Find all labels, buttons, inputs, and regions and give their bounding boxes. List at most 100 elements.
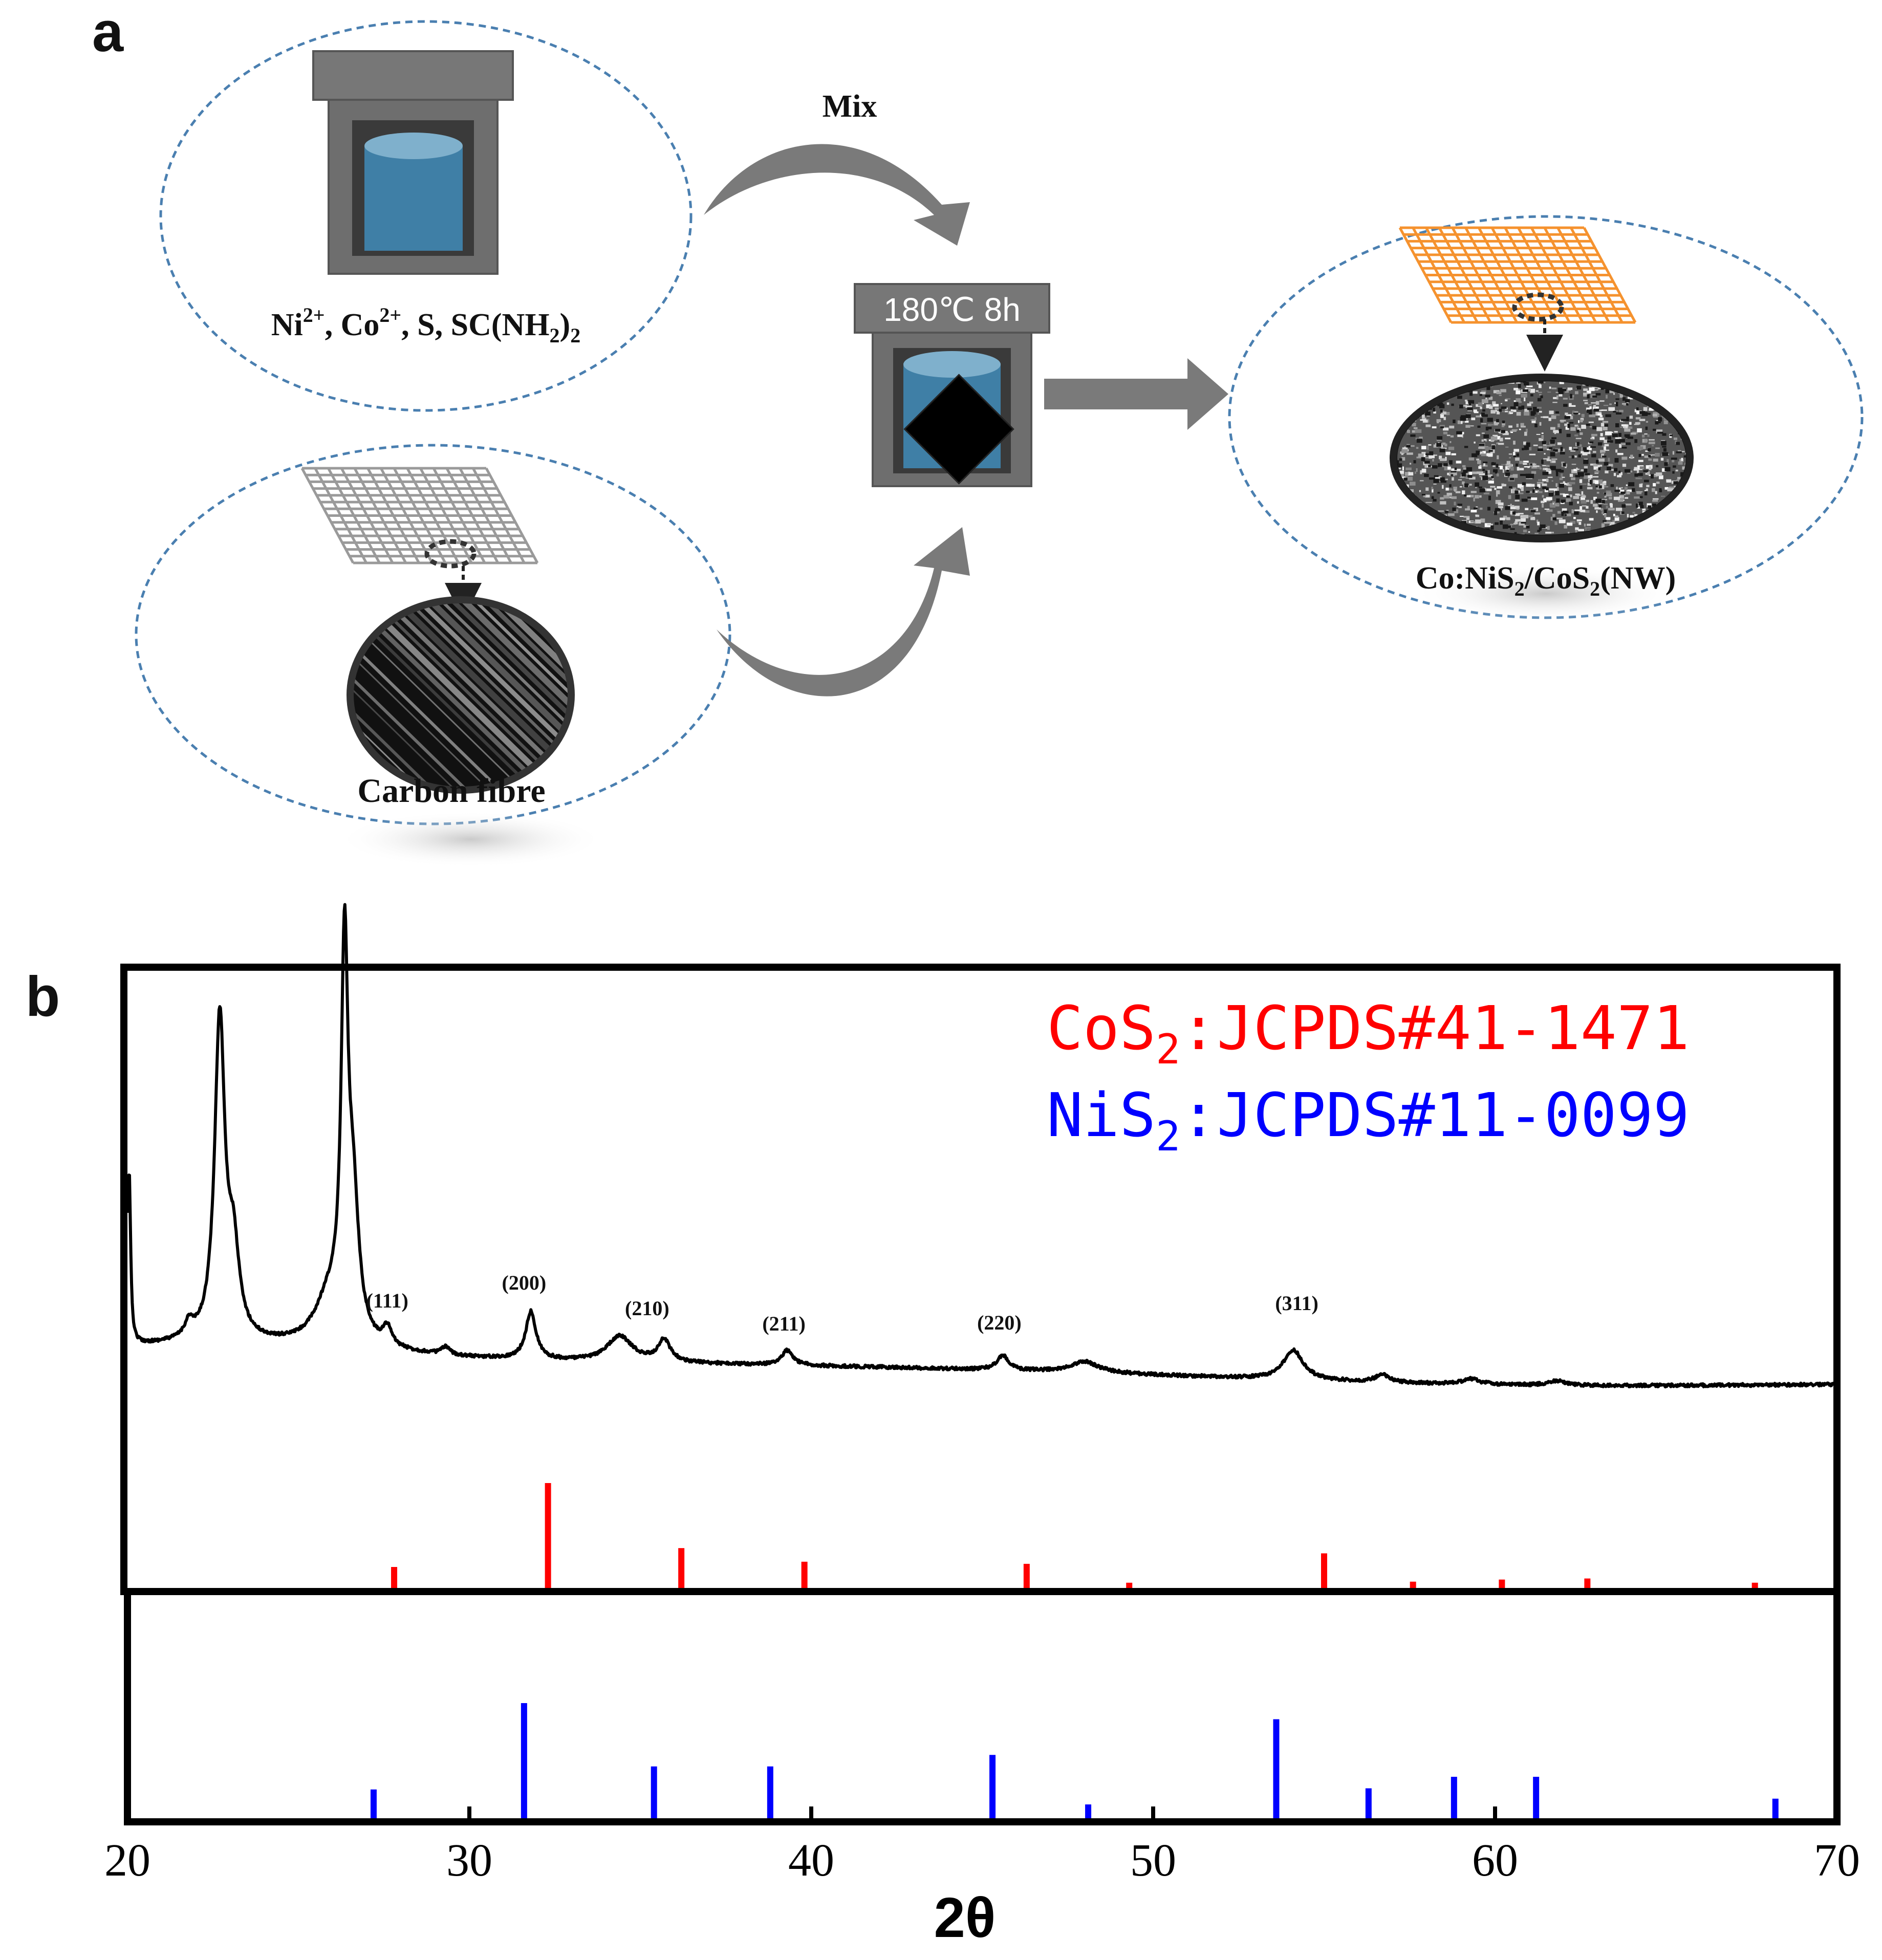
- sem-speckle: [1692, 397, 1697, 400]
- sem-dark-speckle: [1574, 511, 1579, 515]
- sem-speckle: [1551, 415, 1556, 419]
- sem-speckle: [1418, 453, 1424, 458]
- sem-speckle: [1672, 524, 1674, 527]
- sem-speckle: [1655, 472, 1662, 476]
- sem-dark-speckle: [1488, 450, 1493, 452]
- sem-dark-speckle: [1690, 386, 1693, 389]
- ni-ion: Ni: [271, 308, 303, 342]
- sem-speckle: [1693, 488, 1699, 490]
- sem-speckle: [1671, 508, 1675, 512]
- sem-dark-speckle: [1416, 439, 1422, 443]
- sem-dark-speckle: [1432, 465, 1438, 469]
- sem-dark-speckle: [1655, 518, 1659, 522]
- sem-speckle: [1652, 539, 1658, 541]
- sem-dark-speckle: [1636, 504, 1638, 508]
- sem-speckle: [1645, 450, 1649, 452]
- sem-speckle: [1685, 401, 1686, 403]
- sem-speckle: [1494, 421, 1499, 424]
- sem-speckle: [1501, 484, 1506, 487]
- sem-speckle: [1432, 459, 1434, 462]
- sem-speckle: [1394, 377, 1396, 379]
- sem-speckle: [1664, 531, 1669, 533]
- sem-speckle: [1647, 471, 1650, 475]
- sem-speckle: [1617, 475, 1621, 477]
- sem-speckle: [1559, 394, 1563, 397]
- sem-speckle: [1672, 407, 1677, 409]
- sem-speckle: [1586, 407, 1591, 410]
- sem-speckle: [1438, 379, 1442, 381]
- sem-speckle: [1596, 427, 1603, 431]
- sem-speckle: [1657, 515, 1661, 520]
- sem-dark-speckle: [1673, 481, 1678, 485]
- sem-speckle: [1501, 426, 1505, 427]
- sem-dark-speckle: [1682, 410, 1686, 415]
- sem-speckle: [1581, 425, 1586, 429]
- sem-speckle: [1533, 444, 1538, 446]
- sem-speckle: [1403, 518, 1408, 521]
- mesh-line: [445, 467, 500, 564]
- sem-speckle: [1588, 404, 1592, 406]
- fibre-streak: [483, 603, 568, 787]
- sem-dark-speckle: [1480, 418, 1483, 423]
- sem-speckle: [1599, 437, 1605, 440]
- sem-dark-speckle: [1479, 444, 1485, 446]
- sem-dark-speckle: [1655, 421, 1659, 425]
- sem-speckle: [1604, 446, 1606, 450]
- sem-speckle: [1581, 496, 1585, 501]
- sem-speckle: [1542, 382, 1546, 383]
- sem-dark-speckle: [1542, 471, 1549, 475]
- sem-speckle: [1524, 431, 1527, 436]
- sem-speckle: [1666, 514, 1672, 517]
- sem-dark-speckle: [1416, 392, 1420, 396]
- sem-speckle: [1604, 496, 1607, 498]
- sem-speckle: [1590, 500, 1593, 504]
- sem-speckle: [1411, 404, 1417, 407]
- sem-speckle: [1628, 396, 1633, 400]
- sem-dark-speckle: [1671, 411, 1677, 414]
- sem-speckle: [1535, 407, 1542, 409]
- sem-speckle: [1546, 478, 1549, 483]
- sem-speckle: [1679, 384, 1682, 387]
- sem-speckle: [1424, 381, 1427, 383]
- sem-dark-speckle: [1632, 488, 1635, 492]
- sem-speckle: [1410, 391, 1415, 395]
- sem-speckle: [1432, 489, 1434, 493]
- sem-speckle: [1401, 539, 1406, 540]
- sem-speckle: [1670, 410, 1675, 413]
- sem-dark-speckle: [1398, 519, 1403, 522]
- sem-speckle: [1432, 532, 1438, 535]
- sem-speckle: [1479, 476, 1481, 477]
- sem-speckle: [1652, 498, 1659, 500]
- sem-speckle: [1547, 391, 1551, 393]
- sem-speckle: [1513, 449, 1519, 452]
- sem-speckle: [1648, 382, 1655, 385]
- sem-speckle: [1451, 468, 1455, 473]
- sem-speckle: [1442, 442, 1446, 445]
- sem-speckle: [1608, 508, 1615, 511]
- fibre-streak: [80, 589, 295, 798]
- sem-speckle: [1620, 498, 1625, 500]
- sem-dark-speckle: [1405, 404, 1411, 408]
- sem-speckle: [1412, 388, 1418, 390]
- sem-dark-speckle: [1521, 522, 1526, 524]
- sem-speckle: [1538, 446, 1543, 450]
- sem-speckle: [1484, 439, 1487, 441]
- sem-speckle: [1493, 404, 1499, 407]
- sem-dark-speckle: [1397, 460, 1399, 465]
- sem-speckle: [1542, 495, 1544, 498]
- sem-dark-speckle: [1445, 511, 1448, 513]
- sem-speckle: [1405, 518, 1411, 521]
- sem-speckle: [1587, 530, 1591, 531]
- sem-dark-speckle: [1598, 467, 1601, 470]
- sem-dark-speckle: [1614, 468, 1618, 472]
- sem-speckle: [1442, 530, 1449, 534]
- sem-speckle: [1669, 408, 1672, 411]
- sem-dark-speckle: [1406, 404, 1411, 406]
- sem-speckle: [1646, 390, 1651, 393]
- sem-dark-speckle: [1654, 390, 1658, 394]
- sem-speckle: [1616, 487, 1618, 490]
- sem-speckle: [1428, 454, 1432, 459]
- sem-speckle: [1588, 446, 1591, 448]
- sem-speckle: [1443, 495, 1450, 499]
- sem-speckle: [1525, 428, 1528, 432]
